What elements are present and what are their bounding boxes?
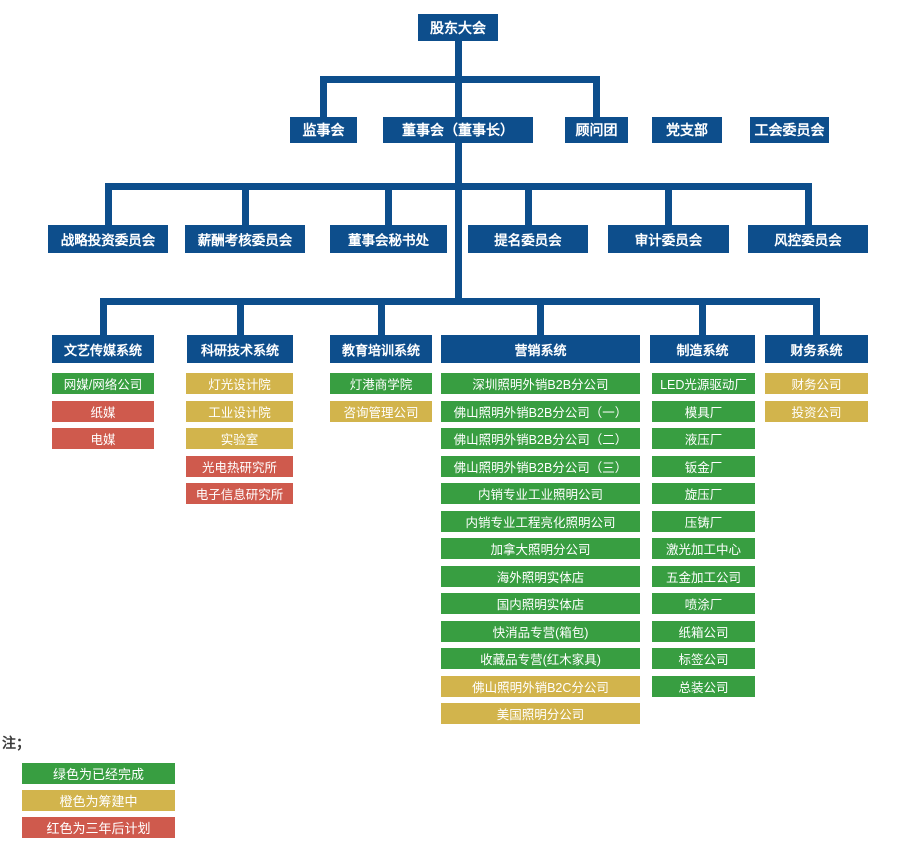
system-item-node: 工业设计院 — [186, 400, 293, 422]
connector-line — [320, 83, 327, 117]
system-header-node: 财务系统 — [765, 335, 868, 363]
system-item-node: 模具厂 — [652, 400, 755, 422]
legend-item: 红色为三年后计划 — [22, 817, 175, 838]
system-item-node: 财务公司 — [765, 373, 868, 394]
committee-node: 提名委员会 — [468, 225, 588, 253]
committee-node: 薪酬考核委员会 — [185, 225, 305, 253]
system-item-node: 实验室 — [186, 428, 293, 449]
system-item-node: 佛山照明外销B2B分公司（三） — [441, 455, 640, 477]
legend-item: 绿色为已经完成 — [22, 763, 175, 784]
system-item-node: 旋压厂 — [652, 483, 755, 504]
level2-node: 党支部 — [652, 117, 722, 143]
system-header-node: 营销系统 — [441, 335, 640, 363]
system-item-node: 快消品专营(箱包) — [441, 620, 640, 642]
system-item-node: 电媒 — [52, 428, 154, 449]
system-item-node: 纸箱公司 — [652, 620, 755, 642]
committee-node: 审计委员会 — [608, 225, 729, 253]
system-item-node: 标签公司 — [652, 648, 755, 669]
committee-node: 战略投资委员会 — [48, 225, 168, 253]
level2-node: 顾问团 — [565, 117, 628, 143]
connector-line — [104, 190, 112, 225]
system-item-node: 钣金厂 — [652, 455, 755, 477]
system-item-node: 压铸厂 — [652, 510, 755, 532]
connector-line — [537, 305, 544, 335]
connector-line — [524, 190, 532, 225]
system-item-node: 投资公司 — [765, 400, 868, 422]
system-item-node: 喷涂厂 — [652, 593, 755, 614]
connector-line — [99, 298, 820, 305]
level2-node: 工会委员会 — [750, 117, 829, 143]
system-item-node: 纸媒 — [52, 400, 154, 422]
system-item-node: 深圳照明外销B2B分公司 — [441, 373, 640, 394]
system-item-node: 佛山照明外销B2B分公司（一） — [441, 400, 640, 422]
connector-line — [454, 143, 462, 190]
connector-line — [104, 183, 812, 190]
system-item-node: 光电热研究所 — [186, 455, 293, 477]
connector-line — [454, 190, 462, 305]
committee-node: 风控委员会 — [748, 225, 868, 253]
system-item-node: 五金加工公司 — [652, 565, 755, 587]
legend-note: 注； — [2, 735, 30, 751]
connector-line — [99, 305, 107, 335]
system-item-node: 美国照明分公司 — [441, 703, 640, 724]
connector-line — [320, 76, 600, 83]
level2-node: 董事会（董事长） — [383, 117, 533, 143]
node-shareholders-meeting: 股东大会 — [418, 14, 498, 41]
legend-item: 橙色为筹建中 — [22, 790, 175, 811]
committee-node: 董事会秘书处 — [330, 225, 447, 253]
system-item-node: 收藏品专营(红木家具) — [441, 648, 640, 669]
level2-node: 监事会 — [290, 117, 357, 143]
system-item-node: 网媒/网络公司 — [52, 373, 154, 394]
system-item-node: 国内照明实体店 — [441, 593, 640, 614]
system-item-node: 佛山照明外销B2B分公司（二） — [441, 428, 640, 449]
connector-line — [454, 41, 462, 83]
system-item-node: 激光加工中心 — [652, 538, 755, 559]
connector-line — [593, 83, 600, 117]
system-item-node: 加拿大照明分公司 — [441, 538, 640, 559]
system-item-node: 内销专业工程亮化照明公司 — [441, 510, 640, 532]
system-header-node: 科研技术系统 — [187, 335, 293, 363]
system-item-node: 海外照明实体店 — [441, 565, 640, 587]
connector-line — [377, 305, 385, 335]
system-header-node: 文艺传媒系统 — [52, 335, 154, 363]
connector-line — [241, 190, 249, 225]
system-item-node: 液压厂 — [652, 428, 755, 449]
connector-line — [385, 190, 392, 225]
connector-line — [804, 190, 812, 225]
system-item-node: LED光源驱动厂 — [652, 373, 755, 394]
system-header-node: 制造系统 — [650, 335, 755, 363]
system-item-node: 佛山照明外销B2C分公司 — [441, 675, 640, 697]
system-item-node: 总装公司 — [652, 675, 755, 697]
connector-line — [665, 190, 672, 225]
connector-line — [813, 305, 820, 335]
connector-line — [454, 83, 462, 117]
system-item-node: 灯港商学院 — [330, 373, 432, 394]
connector-line — [236, 305, 244, 335]
system-item-node: 内销专业工业照明公司 — [441, 483, 640, 504]
connector-line — [699, 305, 706, 335]
system-item-node: 灯光设计院 — [186, 373, 293, 394]
system-item-node: 咨询管理公司 — [330, 400, 432, 422]
system-header-node: 教育培训系统 — [330, 335, 432, 363]
system-item-node: 电子信息研究所 — [186, 483, 293, 504]
